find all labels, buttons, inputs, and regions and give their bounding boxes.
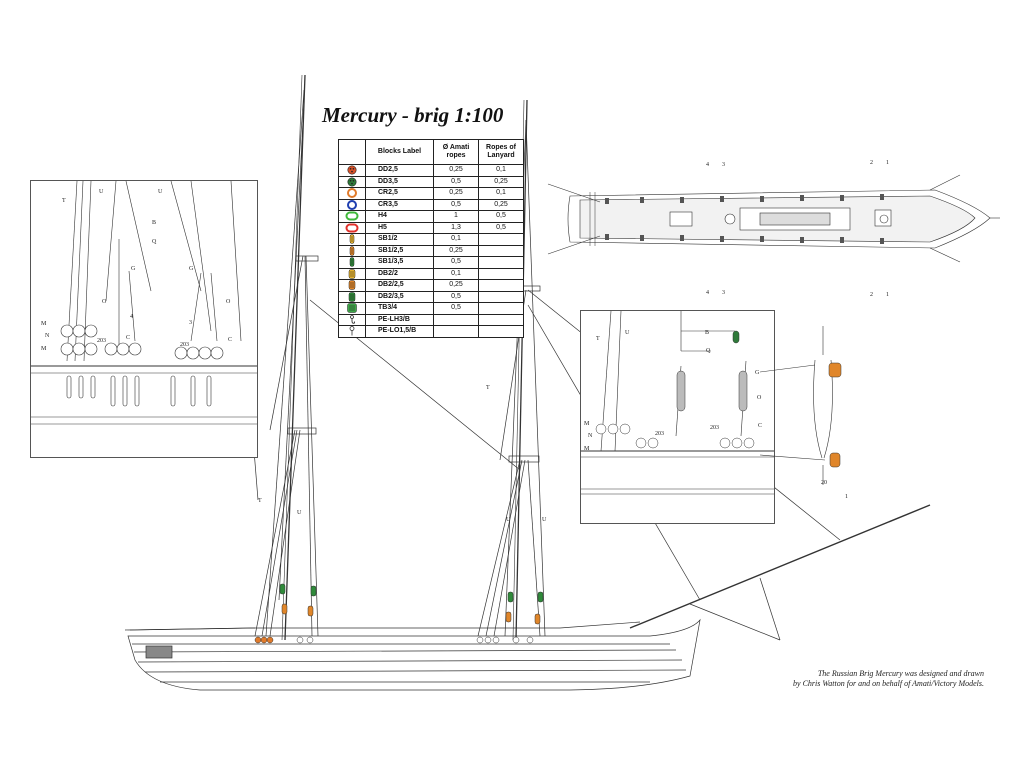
blocks-legend-table: Blocks Label Ø Amati ropes Ropes of Lany… [338,139,524,338]
legend-lanyard-rope: 0,1 [478,187,524,200]
legend-rope-diameter: 0,25 [433,164,479,177]
credit-line-1: The Russian Brig Mercury was designed an… [817,669,984,678]
right-inset-label: 1 [845,494,848,500]
single-block-yellow-icon [338,233,366,246]
right-inset-label: N [588,433,593,439]
main-rig-label: T [258,498,262,504]
right-inset-label: G [755,370,760,376]
left-inset-label: U [158,189,163,195]
deck-label: 4 [706,162,709,168]
left-rigging-detail-inset [30,180,258,458]
right-inset-label: C [758,423,762,429]
legend-rope-diameter: 0,25 [433,187,479,200]
left-inset-label: Q [152,239,157,245]
left-inset-label: U [99,189,104,195]
main-rig-label: U [506,517,511,523]
cr-ring-blue-icon [338,198,366,211]
left-inset-label: G [189,266,194,272]
main-rig-label: T [486,385,490,391]
legend-row: PE-LH3/B [338,313,524,326]
legend-header-label: Blocks Label [365,139,434,165]
left-inset-label: O [102,299,107,305]
legend-rope-diameter: 0,5 [433,175,479,188]
legend-block-label: PE-LO1,5/B [365,325,434,338]
legend-lanyard-rope: 0,5 [478,221,524,234]
cr-ring-orange-icon [338,187,366,200]
left-inset-label: C [126,335,130,341]
right-inset-label: 20 [821,480,827,486]
heart-green-icon [338,210,366,223]
legend-block-label: CR2,5 [365,187,434,200]
left-inset-label: M [41,321,47,327]
deck-label: 3 [722,162,725,168]
double-block-orange-icon [338,279,366,292]
right-inset-label: 203 [655,431,664,437]
dd-deadeye-green-icon [338,175,366,188]
legend-lanyard-rope: 0,5 [478,210,524,223]
legend-header-row: Blocks Label Ø Amati ropes Ropes of Lany… [338,139,524,165]
right-inset-label: O [757,395,762,401]
left-inset-label: C [228,337,232,343]
deck-label: 2 [870,292,873,298]
left-inset-label: M [41,346,47,352]
right-inset-label: 203 [710,425,719,431]
right-inset-label: Q [706,348,711,354]
left-inset-label: 203 [97,338,106,344]
page-title: Mercury - brig 1:100 [322,103,504,127]
left-inset-label: B [152,220,156,226]
right-inset-label: U [625,330,630,336]
legend-block-label: DD2,5 [365,164,434,177]
left-inset-label: T [62,198,66,204]
left-inset-label: N [45,333,50,339]
deck-label: 3 [722,290,725,296]
legend-lanyard-rope: 0,1 [478,164,524,177]
deck-label: 1 [886,292,889,298]
left-inset-label: 203 [180,342,189,348]
right-inset-label: M [584,446,590,452]
legend-header-symbol [338,139,366,165]
legend-lanyard-rope [478,325,524,338]
deck-label: 4 [706,290,709,296]
legend-block-label: DD3,5 [365,175,434,188]
deck-label: 2 [870,160,873,166]
credit-line-2: by Chris Watton for and on behalf of Ama… [793,679,984,688]
legend-header-lanyard: Ropes of Lanyard [478,139,524,165]
left-inset-label: O [226,299,231,305]
right-rigging-detail-inset [580,310,775,524]
double-block-green-icon [338,290,366,303]
legend-header-rope: Ø Amati ropes [433,139,479,165]
right-inset-label: M [584,421,590,427]
designer-credit: The Russian Brig Mercury was designed an… [793,669,984,689]
right-inset-label: T [596,336,600,342]
main-rig-label: U [542,517,547,523]
legend-lanyard-rope: 0,25 [478,175,524,188]
legend-row: PE-LO1,5/B [338,325,524,338]
dd-deadeye-red-icon [338,164,366,177]
right-inset-label: B [705,330,709,336]
left-inset-label: G [131,266,136,272]
left-inset-label: 4 [130,314,133,320]
legend-lanyard-rope [478,233,524,246]
legend-lanyard-rope: 0,25 [478,198,524,211]
main-rig-label: U [297,510,302,516]
left-inset-label: 3 [189,320,192,326]
deck-label: 1 [886,160,889,166]
